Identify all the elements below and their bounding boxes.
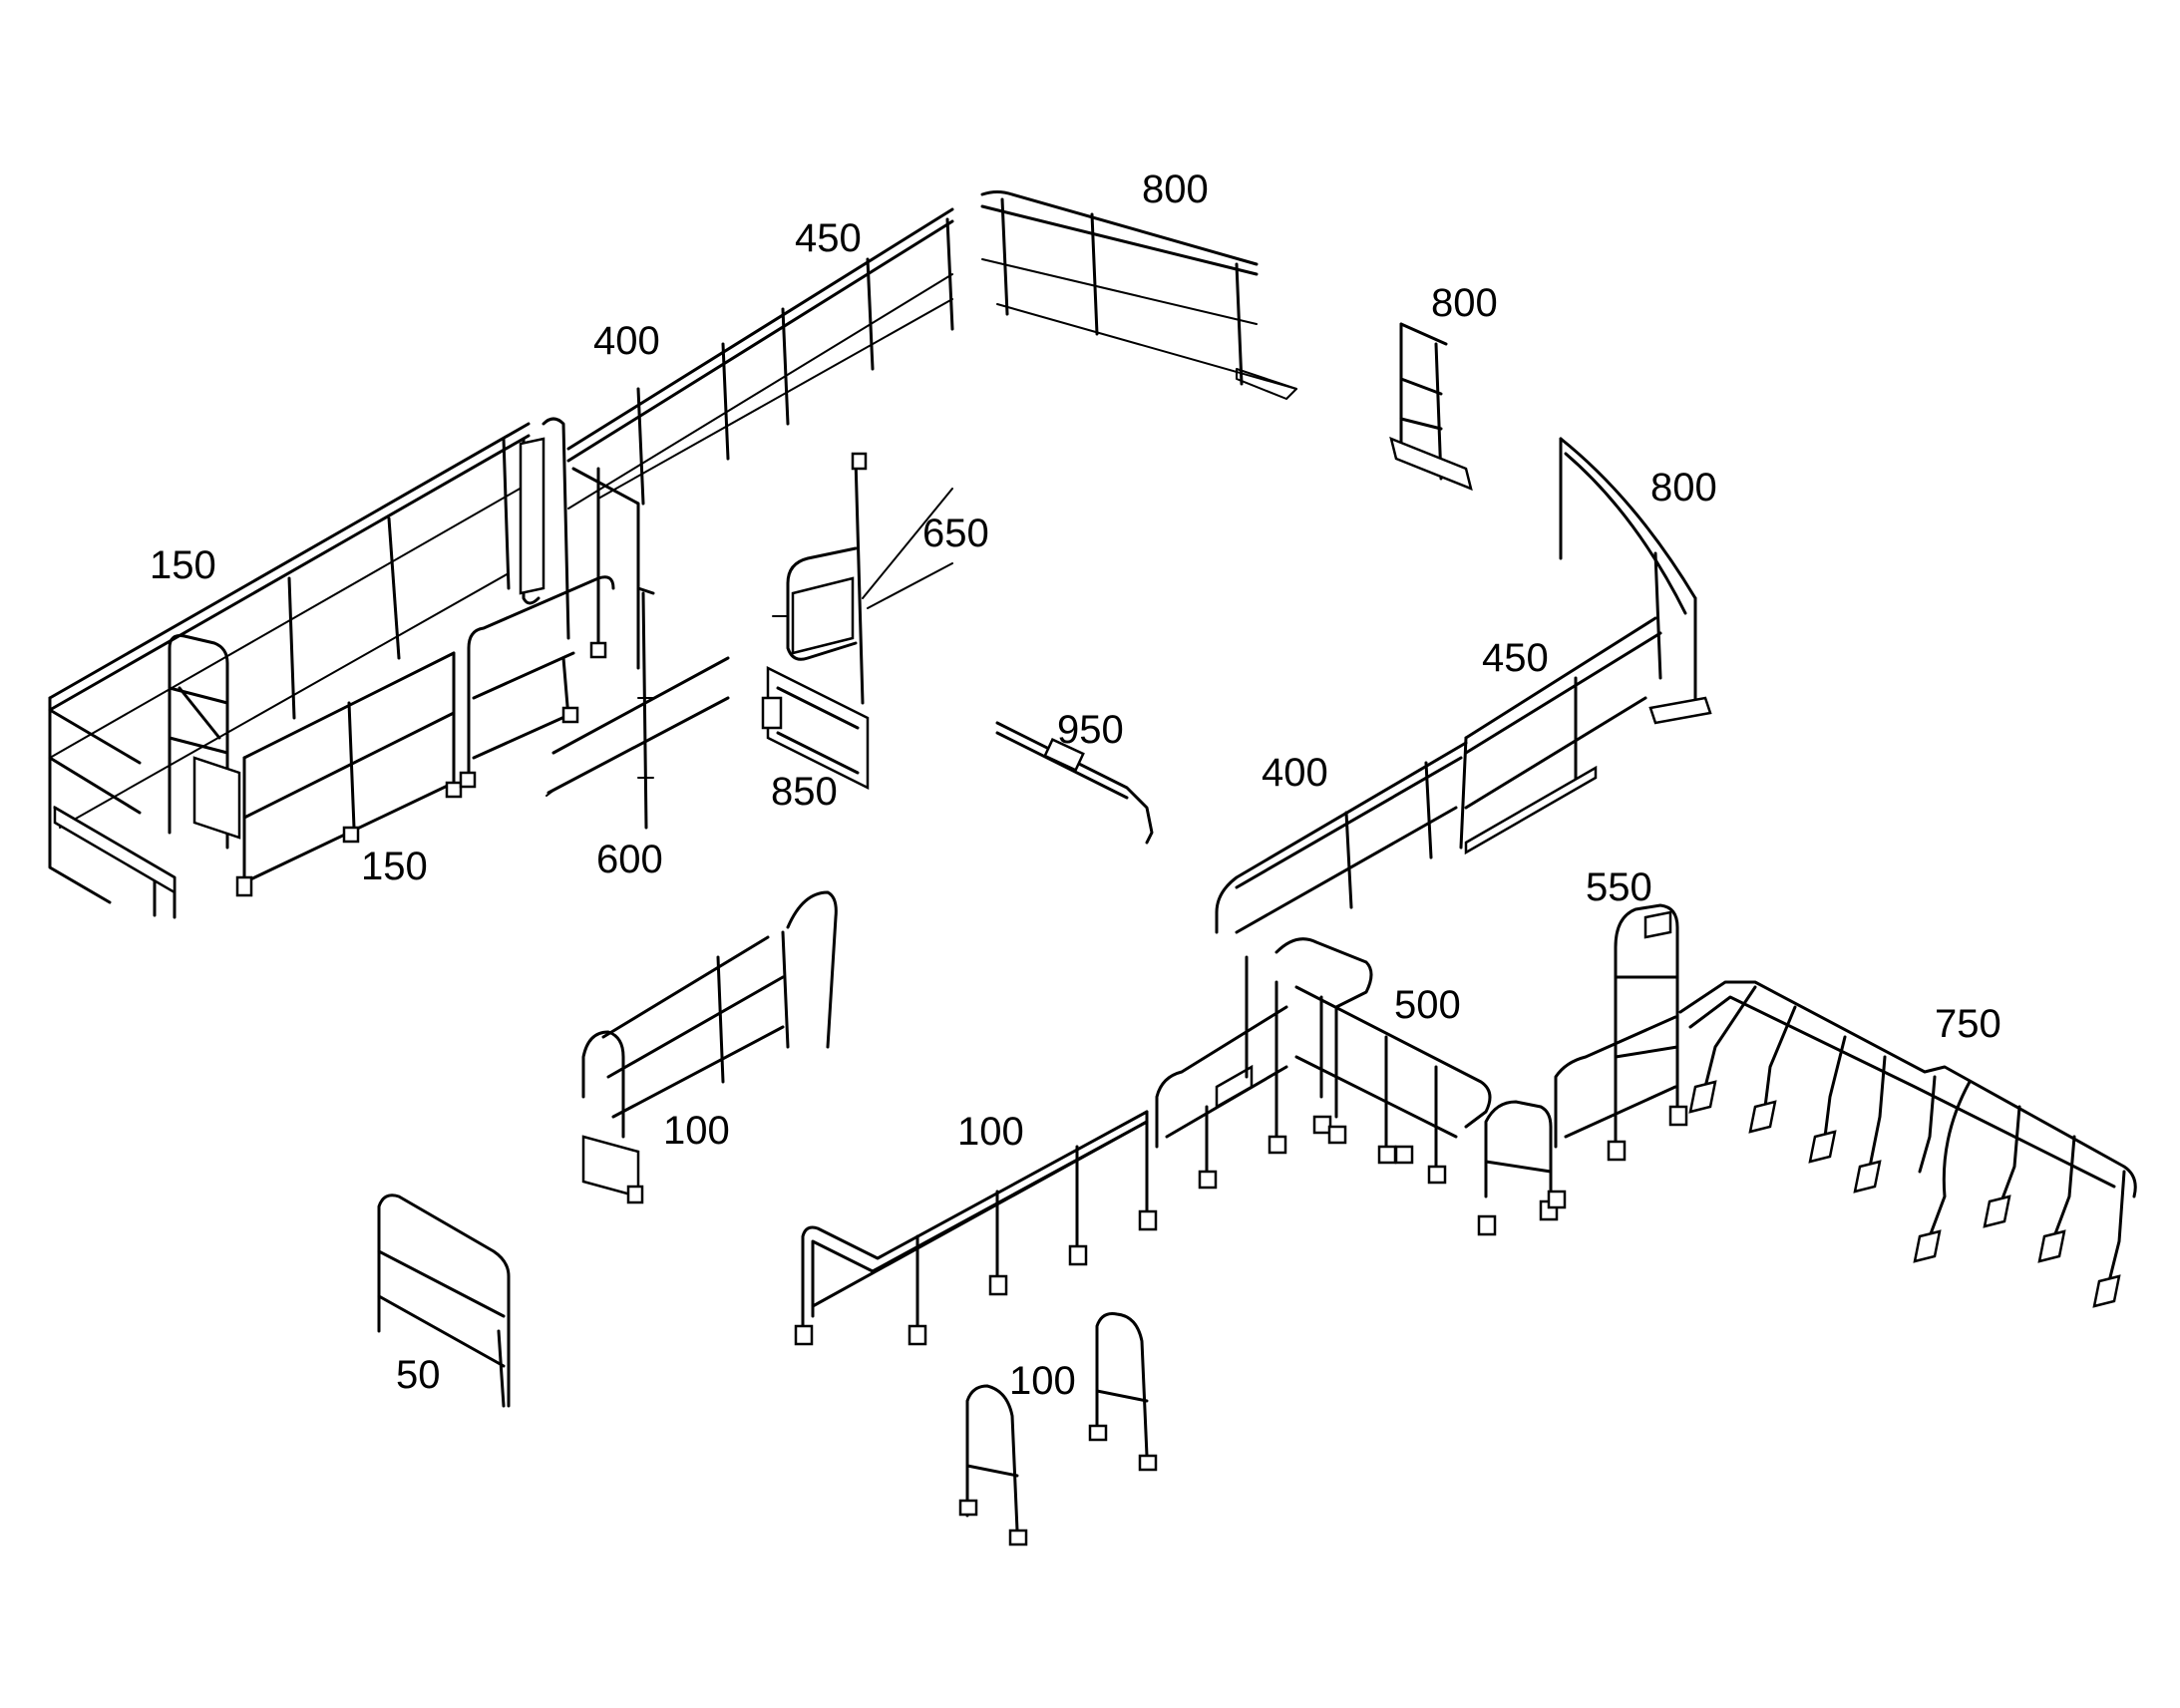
callout-550: 550 <box>1586 865 1652 909</box>
stepped-railing-750 <box>1678 980 2137 1308</box>
callout-100-left: 100 <box>663 1109 730 1153</box>
callout-450-right: 450 <box>1482 636 1549 680</box>
callout-400-right: 400 <box>1262 751 1328 795</box>
callout-100-mid: 100 <box>957 1110 1024 1154</box>
gate-assembly-650 <box>761 452 953 791</box>
callout-750: 750 <box>1935 1002 2001 1046</box>
single-post-800 <box>1389 322 1473 492</box>
central-lower-assembly <box>794 903 1688 1346</box>
callout-labels: 800 450 400 800 800 150 650 450 950 850 … <box>150 168 2001 1403</box>
callout-800-post: 800 <box>1431 281 1498 325</box>
loose-post-group <box>545 586 730 830</box>
callout-50: 50 <box>396 1353 441 1397</box>
callout-150-left: 150 <box>150 543 216 587</box>
callout-850: 850 <box>771 770 838 814</box>
right-upper-railing <box>1215 437 1712 934</box>
upper-railing-assembly <box>48 190 1297 919</box>
callout-600: 600 <box>596 838 663 881</box>
bottom-small-frames-100 <box>958 1312 1158 1546</box>
callout-450-top: 450 <box>795 216 862 260</box>
callout-950: 950 <box>1057 708 1124 752</box>
callout-650: 650 <box>922 512 989 555</box>
callout-400-top: 400 <box>593 319 660 363</box>
lower-left-railing-100 <box>581 890 838 1204</box>
callout-100-bottom: 100 <box>1009 1359 1076 1403</box>
callout-150-lower: 150 <box>361 845 428 888</box>
latch-bar-950 <box>995 721 1154 845</box>
callout-800-top: 800 <box>1142 168 1209 211</box>
callout-800-right: 800 <box>1650 466 1717 510</box>
small-frame-50 <box>377 1194 511 1408</box>
callout-500: 500 <box>1394 983 1461 1027</box>
